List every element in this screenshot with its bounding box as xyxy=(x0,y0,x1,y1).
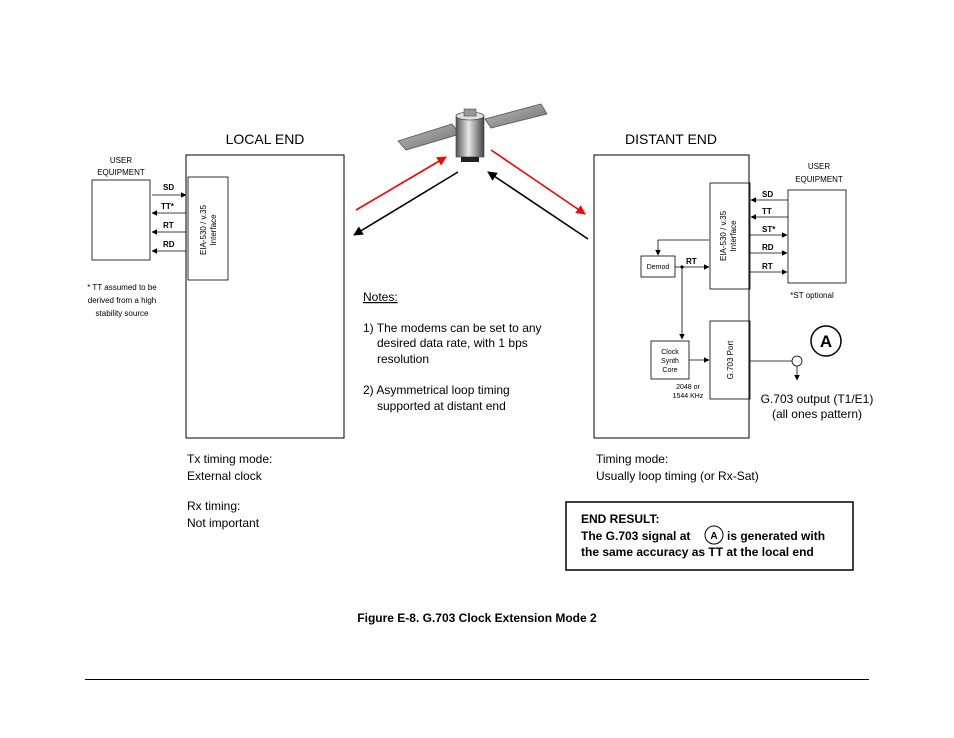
local-footnote-line1: * TT assumed to be xyxy=(87,283,157,292)
g703-output-line1: G.703 output (T1/E1) xyxy=(761,392,874,406)
end-result-line1-post: is generated with xyxy=(727,529,825,543)
g703-output-line2: (all ones pattern) xyxy=(772,407,862,421)
distant-equipment-label: EQUIPMENT xyxy=(795,175,843,184)
distant-interface-label: EIA-530 / v.35 xyxy=(719,210,728,261)
distant-signal-sd: SD xyxy=(762,190,773,199)
distant-user-equipment-box xyxy=(787,189,847,284)
end-result-title: END RESULT: xyxy=(581,512,659,526)
uplink-arrow-local xyxy=(355,156,447,211)
downlink-arrow-distant xyxy=(490,149,586,215)
distant-timing-value: Usually loop timing (or Rx-Sat) xyxy=(596,469,759,483)
distant-signal-tt: TT xyxy=(762,207,772,216)
distant-modem-box xyxy=(593,154,750,439)
local-signal-rt: RT xyxy=(163,221,174,230)
marker-a-circle xyxy=(810,325,842,357)
end-result-line1-pre: The G.703 signal at xyxy=(581,529,690,543)
note-line-3: resolution xyxy=(377,352,429,366)
local-signal-sd: SD xyxy=(163,183,174,192)
satellite-icon xyxy=(397,103,548,162)
g703-port-box xyxy=(709,320,751,400)
end-result-marker-circle xyxy=(704,525,724,545)
local-rx-mode-label: Rx timing: xyxy=(187,499,240,513)
local-footnote-line3: stability source xyxy=(96,309,149,318)
distant-signal-rt: RT xyxy=(762,262,773,271)
distant-interface-sublabel: Interface xyxy=(729,220,738,252)
distant-signal-st: ST* xyxy=(762,225,776,234)
distant-signal-rd: RD xyxy=(762,243,774,252)
local-equipment-label: EQUIPMENT xyxy=(97,168,145,177)
figure-caption: Figure E-8. G.703 Clock Extension Mode 2 xyxy=(357,611,597,625)
distant-user-label: USER xyxy=(808,162,830,171)
freq-line2: 1544 KHz xyxy=(673,393,704,400)
note-line-5: supported at distant end xyxy=(377,399,506,413)
local-interface-label: EIA-530 / v.35 xyxy=(199,204,208,255)
local-interface-box xyxy=(187,176,229,281)
uplink-arrow-distant xyxy=(487,171,589,240)
local-user-equipment-box xyxy=(91,179,151,261)
demod-label: Demod xyxy=(647,264,670,271)
note-line-2: desired data rate, with 1 bps xyxy=(377,336,528,350)
local-tx-mode-label: Tx timing mode: xyxy=(187,452,272,466)
end-result-line2: the same accuracy as TT at the local end xyxy=(581,545,814,559)
local-signal-rd: RD xyxy=(163,240,175,249)
local-modem-box xyxy=(185,154,345,439)
local-tx-mode-value: External clock xyxy=(187,469,263,483)
marker-a-label: A xyxy=(820,332,832,351)
note-line-1: 1) The modems can be set to any xyxy=(363,321,542,335)
g703-port-label: G.703 Port xyxy=(726,340,735,379)
notes-title: Notes: xyxy=(363,290,398,304)
local-end-title: LOCAL END xyxy=(226,131,305,147)
freq-line1: 2048 or xyxy=(676,384,700,391)
g703-output-connector xyxy=(791,355,803,367)
clock-synth-line2: Synth xyxy=(661,358,679,365)
local-user-label: USER xyxy=(110,156,132,165)
note-line-4: 2) Asymmetrical loop timing xyxy=(363,383,510,397)
downlink-arrow-local xyxy=(353,171,459,236)
demod-box xyxy=(640,255,676,278)
distant-timing-label: Timing mode: xyxy=(596,452,668,466)
distant-st-note: *ST optional xyxy=(790,291,834,300)
footer-rule xyxy=(85,679,869,680)
demod-rt-label: RT xyxy=(686,257,697,266)
local-footnote-line2: derived from a high xyxy=(88,296,156,305)
local-signal-tt: TT* xyxy=(161,202,175,211)
local-interface-sublabel: Interface xyxy=(209,214,218,246)
clock-synth-line3: Core xyxy=(662,367,677,374)
end-result-marker-label: A xyxy=(710,531,717,542)
clock-synth-line1: Clock xyxy=(661,349,679,356)
local-rx-mode-value: Not important xyxy=(187,516,260,530)
distant-end-title: DISTANT END xyxy=(625,131,717,147)
distant-interface-box xyxy=(709,182,751,290)
